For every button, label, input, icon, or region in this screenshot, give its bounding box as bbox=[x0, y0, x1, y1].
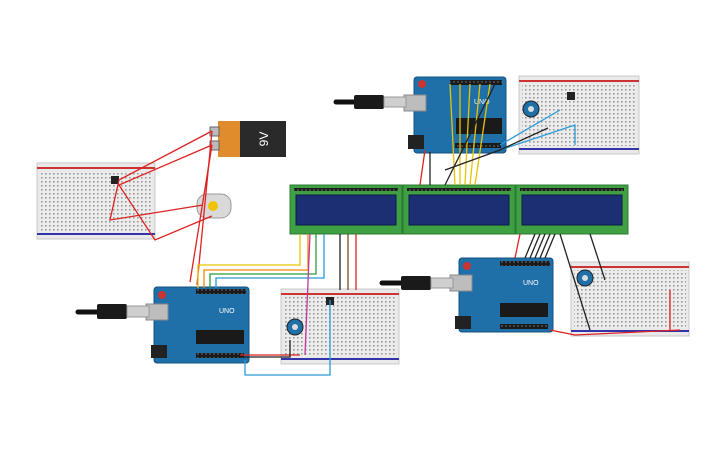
lcd-display-right[interactable] bbox=[515, 184, 629, 235]
breadboard-bottom-right[interactable] bbox=[570, 261, 690, 337]
arduino-right-model: UNO bbox=[523, 280, 539, 287]
battery-label: 9V bbox=[257, 132, 271, 147]
arduino-top-model: UNO bbox=[474, 99, 490, 106]
lcd-display-center[interactable] bbox=[402, 184, 516, 235]
potentiometer-right[interactable] bbox=[576, 269, 594, 287]
usb-cable-right[interactable] bbox=[379, 276, 454, 290]
usb-cable-top[interactable] bbox=[333, 95, 407, 109]
wires bbox=[109, 83, 681, 376]
arduino-uno-bottom-left[interactable]: UNO bbox=[145, 286, 250, 364]
arduino-uno-top[interactable]: UNO bbox=[403, 76, 507, 154]
potentiometer[interactable] bbox=[286, 318, 304, 336]
lcd-display-left[interactable] bbox=[289, 184, 403, 235]
sensor-chip-left[interactable] bbox=[111, 176, 119, 184]
sensor-chip-top[interactable] bbox=[567, 92, 575, 100]
battery-9v[interactable]: 9V bbox=[209, 121, 286, 157]
arduino-uno-bottom-right[interactable]: UNO bbox=[449, 257, 554, 333]
usb-cable-left[interactable] bbox=[75, 304, 150, 319]
breadboard-left[interactable] bbox=[36, 162, 156, 240]
arduino-left-model: UNO bbox=[219, 308, 235, 315]
potentiometer-top[interactable] bbox=[522, 100, 540, 118]
